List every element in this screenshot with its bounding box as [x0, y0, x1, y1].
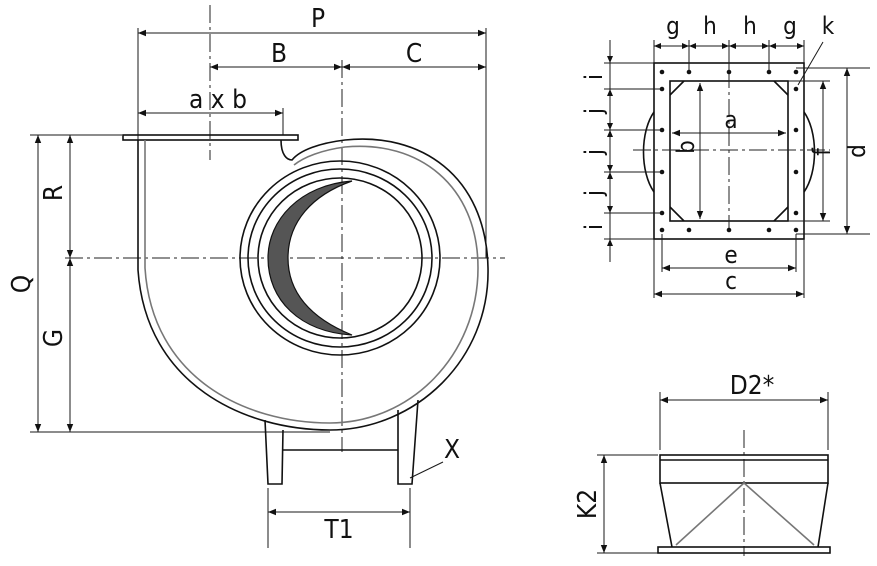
label-i-top: i — [580, 74, 608, 80]
outlet-flange-view — [604, 40, 870, 298]
flange-left-bulge — [642, 111, 655, 193]
diffuser-cone — [675, 481, 815, 546]
label-R: R — [39, 185, 69, 201]
label-h-right: h — [743, 12, 757, 40]
label-Q: Q — [7, 275, 37, 293]
flange-corners — [669, 80, 789, 222]
diffuser-sides — [659, 482, 829, 548]
left-foot — [264, 419, 284, 485]
inlet-ring-middle — [247, 168, 433, 348]
leader-X — [409, 461, 444, 479]
diffuser-view — [597, 392, 831, 556]
label-k: k — [822, 12, 835, 40]
label-axb: a x b — [189, 85, 247, 115]
label-D2: D2* — [730, 371, 775, 401]
label-j-1: j — [580, 108, 608, 115]
label-d: d — [843, 144, 871, 158]
label-h-left: h — [703, 12, 717, 40]
outlet-flange — [122, 134, 299, 141]
leader-k — [797, 41, 824, 86]
fan-side-view — [30, 5, 505, 548]
label-e: e — [724, 241, 737, 269]
label-b: b — [672, 140, 700, 154]
label-P: P — [311, 4, 325, 34]
diffuser-base — [657, 546, 831, 554]
label-B: B — [271, 39, 287, 69]
label-i-bottom: i — [580, 224, 608, 230]
label-T1: T1 — [323, 515, 353, 545]
label-j-2: j — [580, 149, 608, 156]
label-f: f — [808, 147, 836, 156]
labels: P B C a x b Q R G X T1 g h h g k i j j j… — [7, 4, 871, 545]
scroll-housing-outer — [137, 138, 489, 431]
label-j-3: j — [580, 190, 608, 197]
label-c: c — [725, 267, 737, 295]
label-a: a — [724, 106, 737, 134]
label-G: G — [39, 329, 69, 347]
flange-right-bulge — [803, 111, 816, 193]
label-g-right: g — [783, 12, 797, 40]
inlet-ring-outer — [239, 160, 441, 356]
right-foot — [397, 399, 419, 485]
label-K2: K2 — [573, 489, 603, 519]
label-X: X — [444, 435, 460, 465]
scroll-housing-inner — [144, 140, 479, 424]
inlet-ring-inner — [257, 177, 423, 339]
label-C: C — [406, 39, 422, 69]
impeller-blade-shading — [267, 180, 353, 336]
bolt-holes — [659, 69, 799, 233]
label-g-left: g — [666, 12, 680, 40]
